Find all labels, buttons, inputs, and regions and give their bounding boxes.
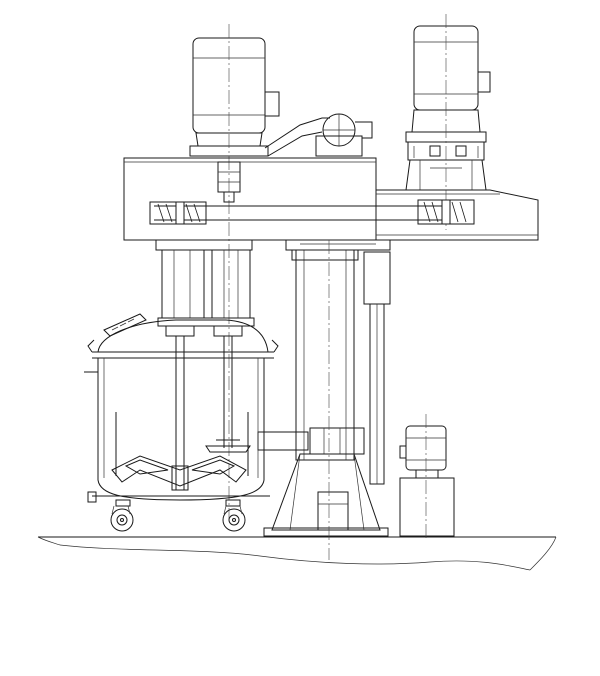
caster-right [222,499,246,532]
head-beam [123,157,539,241]
vessel [84,313,279,503]
caster-wheels [110,499,246,532]
right-motor [405,14,491,230]
left-motor [189,24,280,520]
hydraulic-pump-unit [399,414,455,540]
ground [37,536,557,571]
caster-left [110,499,134,532]
lift-column [257,240,391,560]
lift-housing [155,239,391,337]
belt-drive-top [264,113,373,157]
